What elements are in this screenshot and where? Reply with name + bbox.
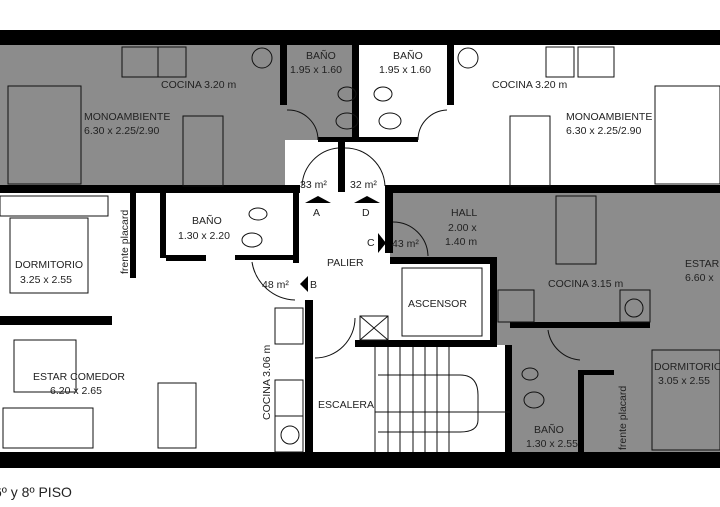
label-ascensor: ASCENSOR <box>408 298 467 310</box>
entry-c-arrow-icon <box>378 233 386 253</box>
unit-c-area: 43 m² <box>392 238 419 250</box>
label-bano-b: BAÑO <box>192 214 222 227</box>
unit-b-area: 48 m² <box>262 279 289 291</box>
label-mono-a: MONOAMBIENTE <box>84 111 170 123</box>
shaft-box <box>359 315 389 341</box>
stair-well <box>370 345 510 452</box>
label-mono-d-dim: 6.30 x 2.25/2.90 <box>566 125 641 137</box>
label-dorm-b: DORMITORIO <box>15 259 83 271</box>
elevator-car <box>401 267 483 337</box>
unit-d-area: 32 m² <box>350 179 377 191</box>
entry-a-arrow-icon <box>305 196 331 203</box>
label-dorm-b-dim: 3.25 x 2.55 <box>20 274 72 286</box>
unit-a-area: 33 m² <box>300 179 327 191</box>
label-bano-a: BAÑO <box>306 49 336 62</box>
elevator-wall-top <box>390 257 495 264</box>
label-cocina-d: COCINA 3.20 m <box>492 79 568 91</box>
unit-d-letter: D <box>362 207 370 219</box>
label-hall-dim2: 1.40 m <box>445 236 477 248</box>
label-estar-b: ESTAR COMEDOR <box>33 371 125 383</box>
label-escalera: ESCALERA <box>318 399 374 411</box>
palier-wall <box>338 142 345 192</box>
label-dorm-c-dim: 3.05 x 2.55 <box>658 375 710 387</box>
placard-c-wall <box>584 370 614 375</box>
label-mono-a-dim: 6.30 x 2.25/2.90 <box>84 125 159 137</box>
label-estar-c-dim: 6.60 x <box>685 272 714 284</box>
stair-wall-right <box>505 345 512 452</box>
unit-a-floor <box>0 45 285 187</box>
cocina-b-wall <box>305 300 313 452</box>
bath-b-wall <box>160 193 166 258</box>
label-bano-d-dim: 1.95 x 1.60 <box>379 64 431 76</box>
unit-c-floor <box>390 193 720 258</box>
elevator-wall-right <box>490 257 497 347</box>
unit-a-letter: A <box>313 207 320 219</box>
label-palier: PALIER <box>327 257 364 269</box>
bath-b-bottom2 <box>235 255 299 260</box>
entry-b-arrow-icon <box>300 276 308 292</box>
unit-c-wall <box>385 193 393 253</box>
label-placard-b: frente placard <box>119 210 131 274</box>
label-cocina-a: COCINA 3.20 m <box>161 79 237 91</box>
label-estar-b-dim: 6.20 x 2.65 <box>50 385 102 397</box>
unit-c-letter: C <box>367 237 375 249</box>
label-dorm-c: DORMITORIO <box>654 361 720 373</box>
label-bano-a-dim: 1.95 x 1.60 <box>290 64 342 76</box>
bath-wall-d <box>447 45 454 105</box>
placard-b-wall <box>130 193 136 278</box>
label-bano-b-dim: 1.30 x 2.20 <box>178 230 230 242</box>
label-estar-c: ESTAR C <box>685 258 720 270</box>
elevator-wall-bottom <box>355 340 497 347</box>
label-hall: HALL <box>451 207 477 219</box>
bath-bottom <box>318 137 418 142</box>
bath-b-wall-r <box>293 193 299 263</box>
label-cocina-c: COCINA 3.15 m <box>548 278 624 290</box>
label-cocina-b: COCINA 3.06 m <box>261 344 273 420</box>
label-bano-d: BAÑO <box>393 49 423 62</box>
mid-wall-left <box>0 185 300 193</box>
floor-label: 6º y 8º PISO <box>0 484 72 500</box>
bath-b-bottom <box>166 255 206 261</box>
label-placard-c: frente placard <box>617 386 629 450</box>
label-bano-c: BAÑO <box>534 423 564 436</box>
bath-wall-a <box>280 45 287 105</box>
furniture <box>0 46 720 453</box>
stair-treads <box>374 347 510 452</box>
unit-b-letter: B <box>310 279 317 291</box>
label-bano-c-dim: 1.30 x 2.55 <box>526 438 578 450</box>
bottom-wall <box>0 452 720 468</box>
dorm-b-wall <box>0 316 112 325</box>
label-mono-d: MONOAMBIENTE <box>566 111 652 123</box>
top-wall <box>0 30 720 45</box>
bath-c-wall-top <box>510 322 650 328</box>
bath-c-wall <box>578 370 584 452</box>
entry-d-arrow-icon <box>354 196 380 203</box>
label-hall-dim1: 2.00 x <box>448 222 477 234</box>
mid-wall-right <box>385 185 720 193</box>
bath-a-floor <box>285 45 355 140</box>
